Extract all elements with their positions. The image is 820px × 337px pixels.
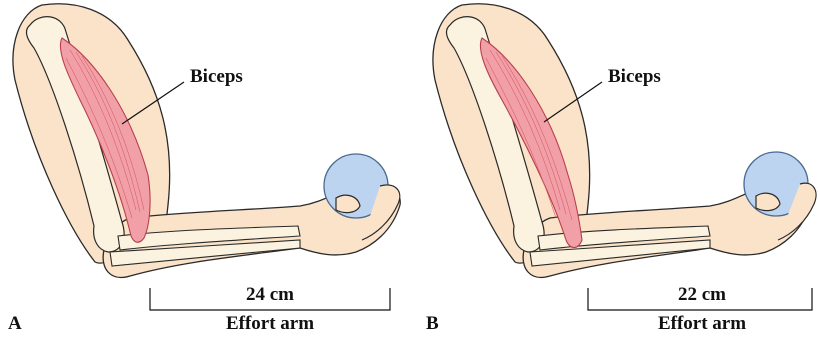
effort-arm-label: Effort arm bbox=[200, 313, 340, 335]
effort-arm-label: Effort arm bbox=[632, 313, 772, 335]
measurement-label: 24 cm bbox=[200, 284, 340, 306]
panel-b: Biceps 22 cm Effort arm B bbox=[410, 0, 820, 337]
measurement-label: 22 cm bbox=[632, 284, 772, 306]
biceps-label: Biceps bbox=[608, 66, 661, 88]
panel-letter: A bbox=[8, 313, 22, 335]
panel-a: Biceps 24 cm Effort arm A bbox=[0, 0, 410, 337]
biceps-label: Biceps bbox=[190, 66, 243, 88]
panel-letter: B bbox=[426, 313, 439, 335]
